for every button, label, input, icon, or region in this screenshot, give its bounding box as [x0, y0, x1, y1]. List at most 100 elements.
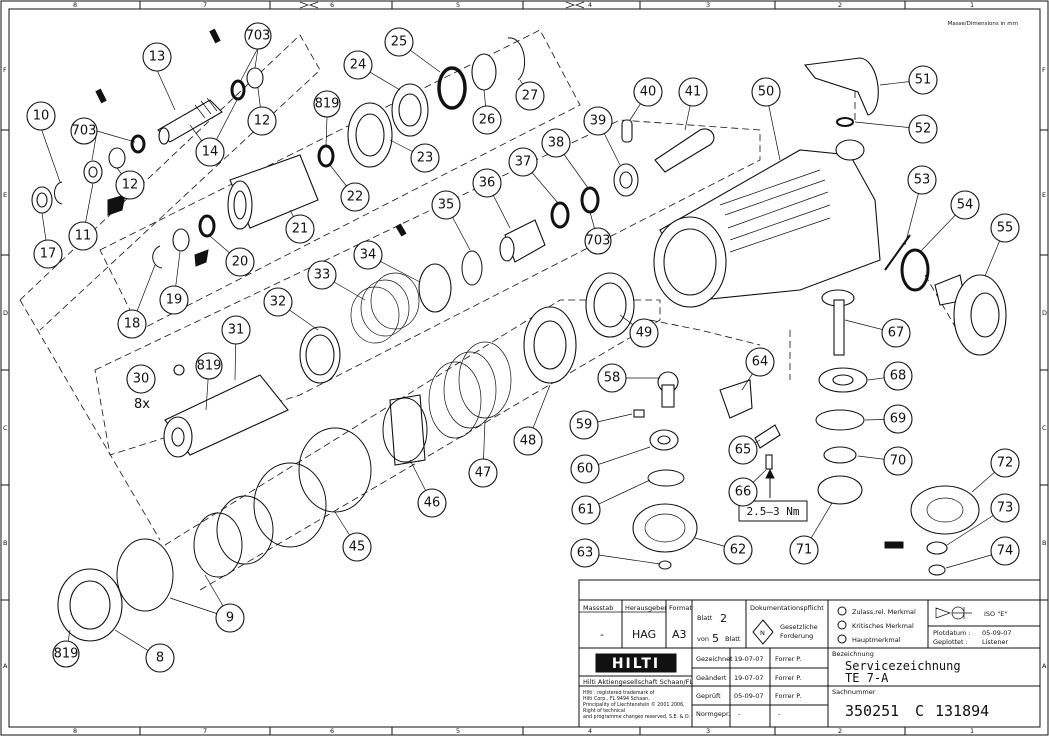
drive-gear-part	[632, 503, 698, 553]
row-label: B	[1042, 539, 1046, 547]
callout-number: 62	[730, 543, 747, 558]
callout-number: 22	[347, 190, 364, 205]
torque-annotation: 2.5–3 Nm	[738, 468, 808, 522]
callout-circle	[990, 448, 1020, 478]
callout-circle	[513, 426, 543, 456]
callout-circle	[908, 65, 938, 95]
bezeichnung-label: Bezeichnung	[832, 650, 874, 658]
callout-number: 12	[122, 178, 139, 193]
dokpflicht-label: Dokumentationspflicht	[750, 604, 824, 612]
callout-number: 51	[915, 73, 932, 88]
herausgeber-value: HAG	[632, 628, 656, 641]
callout-number: 40	[640, 85, 657, 100]
callout-circle	[142, 42, 172, 72]
callout-8: 8	[145, 643, 175, 673]
callout-65: 65	[728, 435, 758, 465]
col-label: 7	[203, 727, 207, 735]
callout-circle	[68, 221, 98, 251]
callout-number: 60	[577, 462, 594, 477]
clutch-gear-part	[910, 485, 980, 535]
callout-32: 32	[263, 287, 293, 317]
row-label: F	[1042, 66, 1046, 74]
callout-circle	[950, 190, 980, 220]
plotdatum-value: 05-09-07	[982, 629, 1012, 637]
sachnummer-value: 350251	[845, 702, 899, 720]
callout-circle	[117, 309, 147, 339]
callout-circle	[353, 240, 383, 270]
blatt-label: Blatt	[697, 614, 713, 622]
callout-64: 64	[745, 347, 775, 377]
blatt-value: 2	[720, 612, 727, 625]
callout-72: 72	[990, 448, 1020, 478]
callout-number: 11	[75, 229, 92, 244]
title-block: Massstab - Herausgeber HAG Format A3 Bla…	[578, 579, 1041, 728]
massstab-value: -	[600, 628, 604, 641]
callout-number: 49	[636, 326, 653, 341]
col-label: 1	[970, 727, 974, 735]
side-handle-part	[803, 57, 879, 116]
callout-10: 10	[26, 101, 56, 131]
format-label: Format	[669, 604, 692, 612]
callout-number: 703	[72, 124, 97, 139]
callout-40: 40	[633, 77, 663, 107]
callout-circle	[159, 285, 189, 315]
callout-number: 34	[360, 248, 377, 263]
callout-52: 52	[908, 114, 938, 144]
callout-66: 66	[728, 477, 758, 507]
callout-circle	[431, 190, 461, 220]
callout-circle	[384, 27, 414, 57]
callout-circle	[195, 137, 225, 167]
logo-text: HILTI	[612, 656, 660, 672]
callout-circle	[990, 493, 1020, 523]
callout-number: 53	[914, 173, 931, 188]
callout-number: 38	[548, 136, 565, 151]
callout-18: 18	[117, 309, 147, 339]
connecting-rod-part	[654, 128, 715, 173]
callout-20: 20	[225, 247, 255, 277]
legal-line: Hilti : registered trademark of	[583, 690, 655, 696]
callout-50: 50	[751, 77, 781, 107]
gezeichnet-name: Forrer P.	[775, 655, 801, 663]
callout-number: 26	[479, 113, 496, 128]
row-label: B	[3, 539, 7, 547]
drive-shaft-part	[833, 299, 845, 356]
callout-number: 37	[515, 155, 532, 170]
callout-circle	[472, 168, 502, 198]
plotdatum-label: Plotdatum :	[933, 629, 971, 637]
herausgeber-label: Herausgeber	[625, 604, 667, 612]
callout-circle	[126, 364, 156, 394]
callout-number: 73	[997, 501, 1014, 516]
callout-number: 48	[520, 434, 537, 449]
callout-circle	[633, 77, 663, 107]
callout-circle	[52, 640, 80, 668]
callout-circle	[247, 106, 277, 136]
callout-13: 13	[142, 42, 172, 72]
callout-circle	[343, 50, 373, 80]
geplottet-label: Geplottet :	[933, 638, 968, 646]
callout-number: 14	[202, 145, 219, 160]
row-label: D	[3, 309, 8, 317]
callout-circle	[569, 410, 599, 440]
callout-circle	[195, 352, 223, 380]
callout-55: 55	[990, 213, 1020, 243]
callout-35: 35	[431, 190, 461, 220]
callout-number: 13	[149, 50, 166, 65]
col-label: 8	[73, 1, 77, 9]
col-label: 1	[970, 1, 974, 9]
callout-47: 47	[468, 458, 498, 488]
row-label: C	[1042, 424, 1047, 432]
quantity-label: 8x	[134, 397, 150, 412]
merkmal-haupt: Hauptmerkmal	[852, 636, 901, 644]
callout-circle	[629, 318, 659, 348]
callout-circle	[285, 214, 315, 244]
callout-circle	[597, 363, 627, 393]
callout-31: 31	[221, 315, 251, 345]
callout-circle	[990, 536, 1020, 566]
grid-labels: 8 7 6 5 4 3 2 1 8 7 6 5 4 3 2 1 F E D C …	[3, 1, 1047, 735]
callout-circle	[908, 114, 938, 144]
callout-71: 71	[789, 535, 819, 565]
col-label: 2	[838, 1, 842, 9]
callout-26: 26	[472, 105, 502, 135]
callout-number: 61	[578, 503, 595, 518]
callout-73: 73	[990, 493, 1020, 523]
